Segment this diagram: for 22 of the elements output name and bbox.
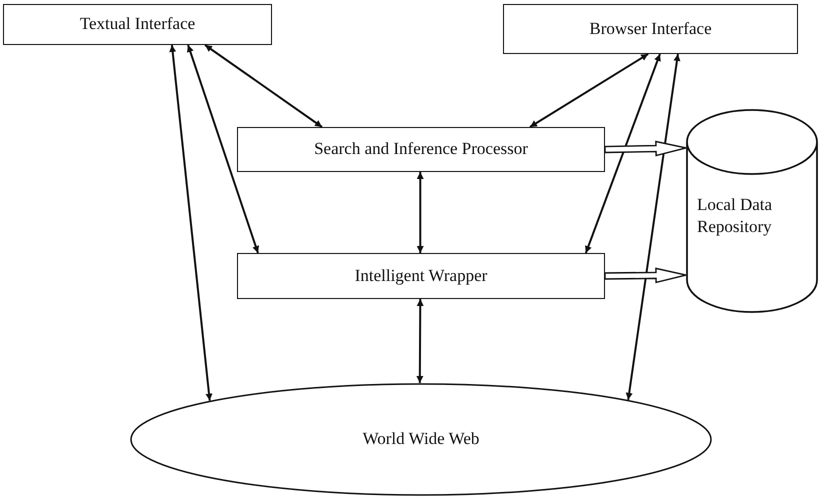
network-ellipse [130, 383, 712, 496]
hollow-arrow [604, 140, 687, 156]
arrow [626, 54, 680, 400]
arrow [416, 172, 424, 253]
node-label: World Wide Web [362, 428, 480, 450]
arrow [169, 44, 212, 401]
database-cylinder [686, 110, 818, 312]
arrow [186, 44, 260, 254]
node-label: Textual Interface [80, 13, 196, 36]
node-label: Search and Inference Processor [314, 138, 528, 160]
interface-box [3, 4, 272, 45]
node-label: Browser Interface [589, 18, 712, 40]
arrow [416, 299, 424, 383]
process-box [237, 127, 605, 172]
arrow [584, 54, 661, 254]
node-label: Local Data Repository [697, 194, 774, 238]
hollow-arrow [604, 268, 687, 284]
process-box [237, 253, 605, 299]
arrow [204, 44, 323, 128]
node-label: Intelligent Wrapper [354, 264, 488, 287]
arrow [529, 53, 649, 128]
interface-box [503, 4, 798, 54]
